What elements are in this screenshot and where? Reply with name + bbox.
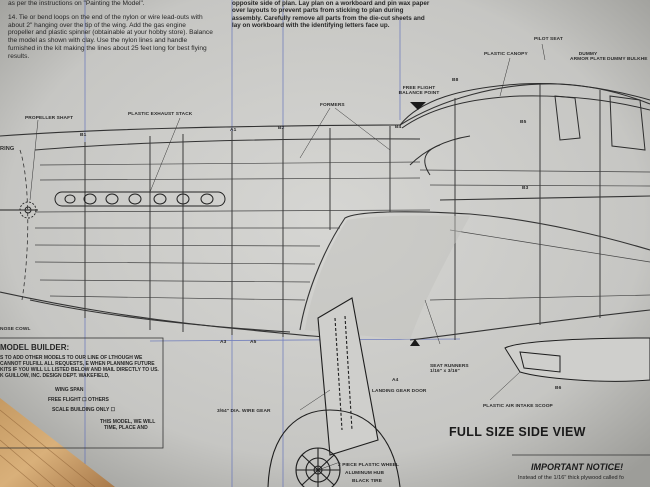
assembly-note: opposite side of plan. Lay plan on a wor… [232, 0, 430, 30]
canopy [399, 83, 650, 176]
cg-mark [410, 339, 420, 346]
label-wheel-hub: ALUMINUM HUB [345, 471, 385, 476]
label-wheel-tire: BLACK TIRE [352, 479, 383, 484]
label-b8: B8 [452, 78, 459, 83]
instructions-block: as per the instructions on "Painting the… [8, 0, 213, 60]
label-nose-cowl: NOSE COWL [0, 327, 31, 332]
label-a4: A4 [392, 378, 399, 383]
label-b5: B5 [520, 120, 527, 125]
label-seat-runners: SEAT RUNNERS 1/16" x 3/16" [430, 364, 469, 374]
label-ring: RING [0, 146, 15, 152]
label-a3: A3 [220, 340, 227, 345]
label-balance: FREE FLIGHT BALANCE POINT [398, 86, 440, 96]
label-air-scoop: PLASTIC AIR INTAKE SCOOP [483, 404, 553, 409]
label-b2: B2 [278, 126, 285, 131]
balsa-stick [0, 398, 115, 487]
label-b4: B4 [395, 125, 402, 130]
builder-form: MODEL BUILDER: S TO ADD OTHER MODELS TO … [0, 343, 160, 431]
leader-lines [29, 43, 546, 471]
important-notice-text: Instead of the 1/16" thick plywood calle… [518, 475, 624, 481]
label-b1: B1 [80, 133, 87, 138]
balance-point-triangle [410, 102, 426, 110]
instruction-step-14: 14. Tie or bend loops on the end of the … [8, 13, 213, 60]
label-pilot-seat: PILOT SEAT [534, 37, 563, 42]
label-bulkhead: DUMMY BULKHE [607, 57, 648, 62]
label-a1: A1 [230, 128, 237, 133]
important-notice-title: IMPORTANT NOTICE! [531, 462, 624, 472]
builder-form-frame [0, 337, 164, 449]
builder-scale: SCALE BUILDING ONLY ☐ [52, 406, 116, 413]
label-a5: A5 [250, 340, 257, 345]
label-exhaust: PLASTIC EXHAUST STACK [128, 112, 193, 117]
label-propeller-shaft: PROPELLER SHAFT [25, 116, 74, 121]
builder-free-flight: FREE FLIGHT ☐ OTHERS [48, 396, 109, 403]
builder-wing-span: WING SPAN [55, 387, 84, 393]
builder-time-line: TIME, PLACE AND [104, 424, 148, 431]
formers-lines [84, 84, 601, 340]
label-formers: FORMERS [320, 103, 345, 108]
builder-title: MODEL BUILDER: [0, 343, 70, 352]
label-armor: DUMMY ARMOR PLATE [570, 52, 606, 62]
label-wire-gear: 3/64" DIA. WIRE GEAR [217, 409, 271, 414]
builder-body: S TO ADD OTHER MODELS TO OUR LINE OF LTH… [0, 355, 159, 380]
label-landing-door: LANDING GEAR DOOR [372, 389, 427, 394]
full-size-side-view-title: FULL SIZE SIDE VIEW [449, 425, 586, 439]
label-b6: B6 [555, 386, 562, 391]
label-wheel: 2 PIECE PLASTIC WHEEL [338, 463, 400, 468]
builder-model-line: THIS MODEL, WE WILL [100, 418, 156, 425]
label-canopy: PLASTIC CANOPY [484, 52, 528, 57]
exhaust-stack [54, 191, 226, 207]
label-b3: B3 [522, 186, 529, 191]
air-intake-scoop [504, 337, 650, 382]
landing-gear [317, 297, 379, 456]
instruction-line-0: as per the instructions on "Painting the… [8, 0, 145, 7]
